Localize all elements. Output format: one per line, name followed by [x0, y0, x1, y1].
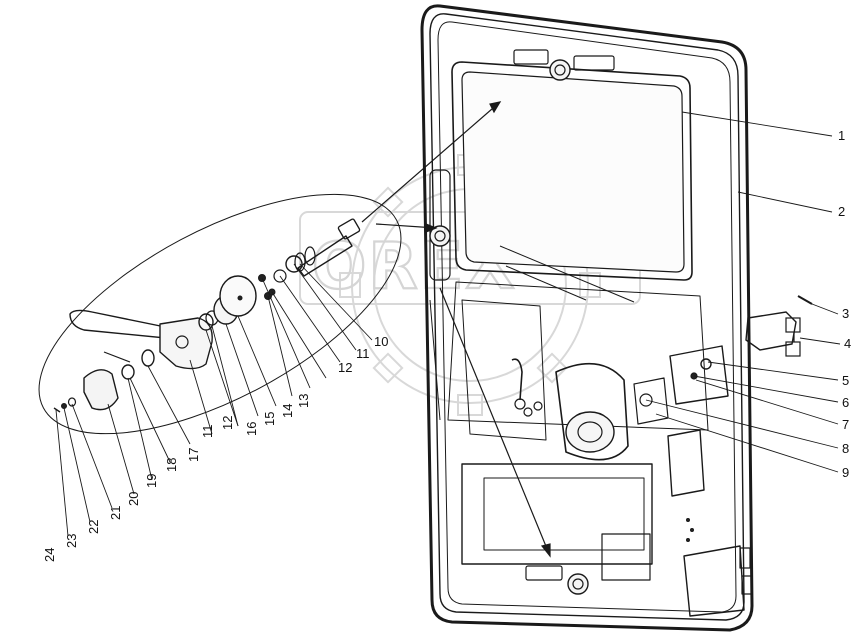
callout-15: 15 — [262, 412, 277, 426]
callout-6: 6 — [842, 395, 849, 410]
callout-2: 2 — [838, 204, 845, 219]
callout-12b: 12 — [220, 416, 235, 430]
callout-16: 16 — [244, 422, 259, 436]
hinge-part — [745, 295, 813, 357]
screw-3 — [797, 295, 813, 305]
callout-13: 13 — [296, 394, 311, 408]
handle-body — [159, 317, 213, 370]
callout-11b: 11 — [200, 425, 215, 439]
callout-21: 21 — [108, 506, 123, 520]
callout-10: 10 — [374, 334, 388, 349]
nut-20 — [121, 364, 135, 380]
callout-23: 23 — [64, 534, 79, 548]
callout-7: 7 — [842, 417, 849, 432]
lock-cylinder — [297, 235, 353, 277]
leader-lines — [55, 111, 841, 537]
spring-pin-19 — [103, 351, 131, 363]
callout-4: 4 — [844, 336, 851, 351]
callout-19: 19 — [144, 474, 159, 488]
door-panel — [420, 4, 754, 632]
callout-5: 5 — [842, 373, 849, 388]
callout-9: 9 — [842, 465, 849, 480]
callout-8: 8 — [842, 441, 849, 456]
callout-22: 22 — [86, 520, 101, 534]
disc-15 — [219, 275, 257, 317]
assembly-arrows — [361, 101, 551, 558]
callout-14: 14 — [280, 404, 295, 418]
callout-3: 3 — [842, 306, 849, 321]
callout-labels: 1 2 3 4 5 6 7 8 9 10 11 11 12 12 13 14 1… — [42, 128, 851, 562]
callout-17: 17 — [186, 448, 201, 462]
callout-11a: 11 — [356, 346, 370, 361]
cap-21 — [83, 369, 119, 411]
callout-1: 1 — [838, 128, 845, 143]
group-ellipse — [38, 193, 402, 435]
callout-20: 20 — [126, 492, 141, 506]
exploded-parts — [38, 193, 402, 435]
callout-18: 18 — [164, 458, 179, 472]
callout-12a: 12 — [338, 360, 352, 375]
callout-24: 24 — [42, 548, 57, 562]
washer-18 — [141, 349, 155, 367]
